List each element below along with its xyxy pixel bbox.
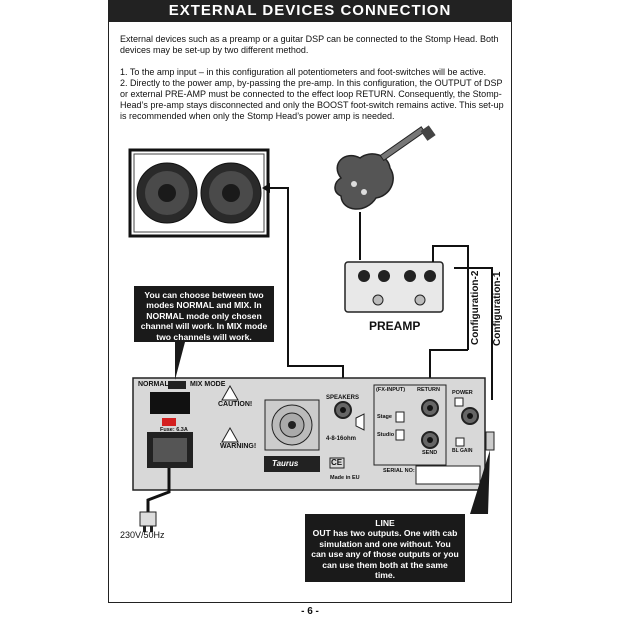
fuse-label: Fuse: 6.3A <box>160 427 188 433</box>
preamp-label: PREAMP <box>369 319 421 333</box>
stage-label: Stage <box>377 414 392 420</box>
line-out-title: LINE <box>375 518 395 528</box>
send-label: SEND <box>422 450 438 456</box>
guitar-icon <box>334 125 436 210</box>
caution-label: CAUTION! <box>218 401 253 408</box>
serial-label: SERIAL NO: <box>383 468 415 474</box>
config2-label: Configuration-2 <box>470 270 481 345</box>
power-switch-label: POWER <box>452 390 473 396</box>
modes-callout: You can choose between two modes NORMAL … <box>134 286 274 342</box>
intro-item-2: 2. Directly to the power amp, by-passing… <box>120 78 504 121</box>
config1-label: Configuration-1 <box>492 271 503 346</box>
line-out-callout: LINE OUT has two outputs. One with cab s… <box>305 514 465 582</box>
normal-label: NORMAL <box>138 381 169 388</box>
page-title: EXTERNAL DEVICES CONNECTION <box>168 2 452 19</box>
ohm-label: 4-8-16ohm <box>326 436 357 442</box>
made-in-label: Made in EU <box>330 475 360 481</box>
intro-item-1: 1. To the amp input – in this configurat… <box>120 67 487 77</box>
intro-paragraph: External devices such as a preamp or a g… <box>120 34 499 55</box>
page-number: - 6 - <box>301 606 319 617</box>
intro-text: External devices such as a preamp or a g… <box>120 34 505 122</box>
warning-label: WARNING! <box>220 443 257 450</box>
brand-logo: Taurus <box>272 459 299 468</box>
speakers-label: SPEAKERS <box>326 395 360 401</box>
studio-label: Studio <box>377 432 395 438</box>
speaker-cabinet <box>128 148 270 238</box>
amp-rear-panel <box>132 377 495 491</box>
preamp-pedal <box>344 261 444 313</box>
ce-mark: CE <box>331 458 343 467</box>
mix-mode-label: MIX MODE <box>190 381 226 388</box>
gain-label: BL GAIN <box>452 448 473 454</box>
power-voltage-label: 230V/50Hz <box>120 530 165 540</box>
line-out-body: OUT has two outputs. One with cab simula… <box>311 528 459 581</box>
title-bar <box>108 0 512 22</box>
return-label: RETURN <box>417 387 440 393</box>
fx-input-label: (FX-INPUT) <box>376 387 406 393</box>
